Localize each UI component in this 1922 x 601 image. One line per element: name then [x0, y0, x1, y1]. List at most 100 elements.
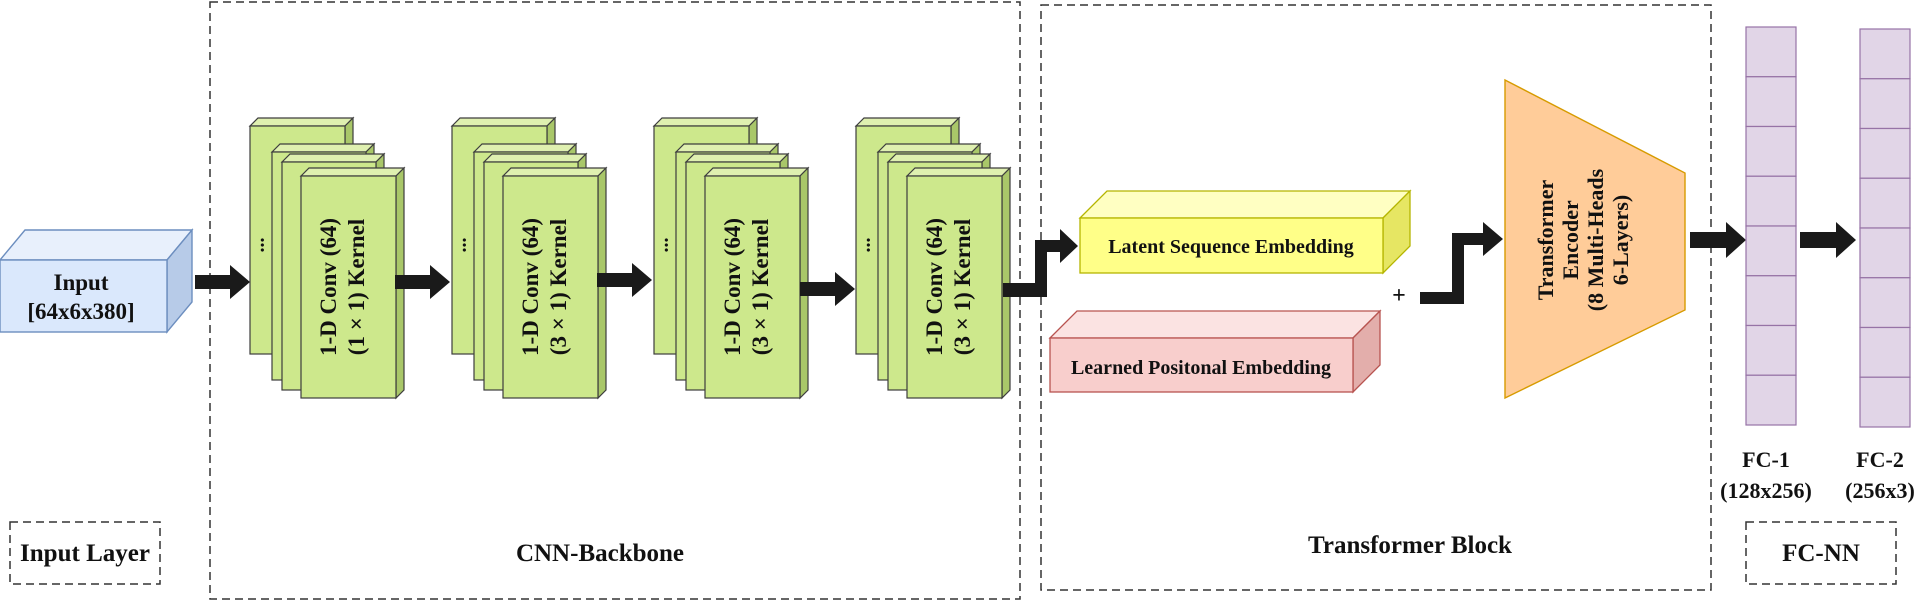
fc-2-cell — [1859, 227, 1911, 279]
fc-2-cell — [1859, 78, 1911, 130]
input-dims: [64x6x380] — [27, 299, 134, 324]
conv-block-4-label-line2: (3 × 1) Kernel — [950, 219, 975, 355]
latent-embedding-front — [1079, 217, 1384, 274]
positional-embedding-top — [1048, 310, 1382, 339]
input-box-top — [0, 229, 194, 261]
conv-block-3-ellipsis: ... — [651, 238, 673, 253]
conv-block-4-label-line1: 1-D Conv (64) — [922, 218, 947, 356]
encoder-line2: Encoder — [1558, 200, 1583, 280]
conv-block-2-label-line1: 1-D Conv (64) — [518, 218, 543, 356]
conv-block-3-layer-front-top — [703, 167, 810, 177]
input-box: Input [64x6x380] — [0, 228, 194, 334]
fc-1-cell — [1745, 76, 1797, 128]
encoder-line1: Transformer — [1533, 179, 1558, 300]
conv-block-3-layer-front-front — [704, 175, 801, 399]
conv-block-2-layer-front — [501, 166, 608, 400]
fc-2-cell — [1859, 28, 1911, 80]
fc-columns — [1745, 26, 1911, 428]
fc-2-cell — [1859, 127, 1911, 179]
fc-2-cell — [1859, 277, 1911, 329]
conv-block-1-layer-front-front — [300, 175, 397, 399]
conv-blocks: ...1-D Conv (64)(1 × 1) Kernel...1-D Con… — [247, 116, 1012, 400]
conv-block-2-layer-back-top — [450, 117, 557, 127]
conv-block-1-layer-back-top — [248, 117, 355, 127]
input-layer-label: Input Layer — [20, 540, 150, 567]
arrow-encoder-to-fc1 — [1690, 222, 1746, 258]
fc-1-cell — [1745, 175, 1797, 227]
conv-block-1-layer-2-top — [270, 143, 376, 153]
fc-1-cell — [1745, 26, 1797, 78]
fc-1-cell — [1745, 324, 1797, 376]
arrow-fc1-to-fc2 — [1800, 222, 1856, 258]
positional-embedding-front — [1049, 337, 1354, 393]
conv-block-2-label-line2: (3 × 1) Kernel — [546, 219, 571, 355]
positional-embedding-label: Learned Positonal Embedding — [1071, 357, 1331, 379]
learned-positional-embedding: Learned Positonal Embedding — [1048, 309, 1382, 394]
conv-block-2-layer-front-front — [502, 175, 599, 399]
conv-block-1-label-line2: (1 × 1) Kernel — [344, 219, 369, 355]
fc-2-cell — [1859, 326, 1911, 378]
fc1-dims: (128x256) — [1720, 478, 1812, 503]
input-label: Input — [54, 270, 109, 295]
conv-block-2-ellipsis: ... — [449, 238, 471, 253]
fc-nn-label-box — [1745, 521, 1897, 585]
encoder-line3: (8 Multi-Heads — [1583, 168, 1608, 311]
fc2-name: FC-2 — [1856, 447, 1904, 472]
arrow-conv3-to-conv4 — [800, 272, 855, 306]
cnn-backbone-label: CNN-Backbone — [516, 540, 684, 567]
conv-block-4-ellipsis: ... — [853, 238, 875, 253]
conv-block-4-layer-front-top — [905, 167, 1012, 177]
transformer-encoder: Transformer Encoder (8 Multi-Heads 6-Lay… — [1504, 78, 1686, 400]
fc-1-cell — [1745, 125, 1797, 177]
latent-embedding-label: Latent Sequence Embedding — [1108, 236, 1354, 258]
transformer-block-frame — [1040, 4, 1712, 591]
conv-block-1-ellipsis: ... — [247, 238, 269, 253]
conv-block-3-layer-2-top — [674, 143, 780, 153]
conv-block-4-layer-3-top — [886, 153, 992, 163]
latent-sequence-embedding: Latent Sequence Embedding — [1078, 189, 1412, 275]
fc-2-cell — [1859, 376, 1911, 428]
arrow-conv1-to-conv2 — [395, 265, 450, 299]
input-layer-label-box — [9, 521, 161, 585]
cnn-backbone-frame — [209, 1, 1021, 600]
arrow-input-to-conv1 — [195, 265, 250, 299]
transformer-encoder-shape — [1504, 78, 1686, 400]
arrow-conv4-to-latent — [1003, 229, 1078, 297]
conv-block-3-label-line1: 1-D Conv (64) — [720, 218, 745, 356]
conv-block-2-layer-2-top — [472, 143, 578, 153]
conv-block-2-layer-3-top — [482, 153, 588, 163]
plus-sign: + — [1392, 283, 1406, 309]
fc1-name: FC-1 — [1742, 447, 1790, 472]
conv-block-1-layer-front — [299, 166, 406, 400]
conv-block-4: ... 1-D Conv (64)(3 × 1) Kernel — [853, 116, 1012, 400]
latent-embedding-top — [1078, 190, 1412, 219]
fc-nn-label: FC-NN — [1782, 540, 1860, 567]
encoder-line4: 6-Layers) — [1608, 195, 1633, 285]
conv-block-2-layer-front-top — [501, 167, 608, 177]
conv-block-3: ... 1-D Conv (64)(3 × 1) Kernel — [651, 116, 810, 400]
fc-column-1 — [1745, 26, 1797, 426]
conv-block-1-label-line1: 1-D Conv (64) — [316, 218, 341, 356]
conv-block-4-layer-back-top — [854, 117, 961, 127]
fc2-dims: (256x3) — [1845, 478, 1915, 503]
fc-1-cell — [1745, 374, 1797, 426]
fc-1-cell — [1745, 225, 1797, 277]
conv-block-1-layer-3-top — [280, 153, 386, 163]
conv-block-2: ... 1-D Conv (64)(3 × 1) Kernel — [449, 116, 608, 400]
conv-block-4-layer-2-top — [876, 143, 982, 153]
conv-block-1: ... 1-D Conv (64)(1 × 1) Kernel — [247, 116, 406, 400]
conv-block-3-layer-back-top — [652, 117, 759, 127]
conv-block-3-layer-3-top — [684, 153, 790, 163]
fc-1-cell — [1745, 275, 1797, 327]
conv-block-4-layer-front-front — [906, 175, 1003, 399]
fc-2-cell — [1859, 177, 1911, 229]
arrows — [195, 222, 1856, 306]
arrow-conv2-to-conv3 — [597, 263, 652, 297]
conv-block-1-layer-front-top — [299, 167, 406, 177]
arrow-embedding-to-encoder — [1420, 222, 1503, 304]
conv-block-3-label-line2: (3 × 1) Kernel — [748, 219, 773, 355]
transformer-block-label: Transformer Block — [1308, 532, 1512, 559]
input-box-front — [0, 259, 168, 333]
fc-column-2 — [1859, 28, 1911, 428]
